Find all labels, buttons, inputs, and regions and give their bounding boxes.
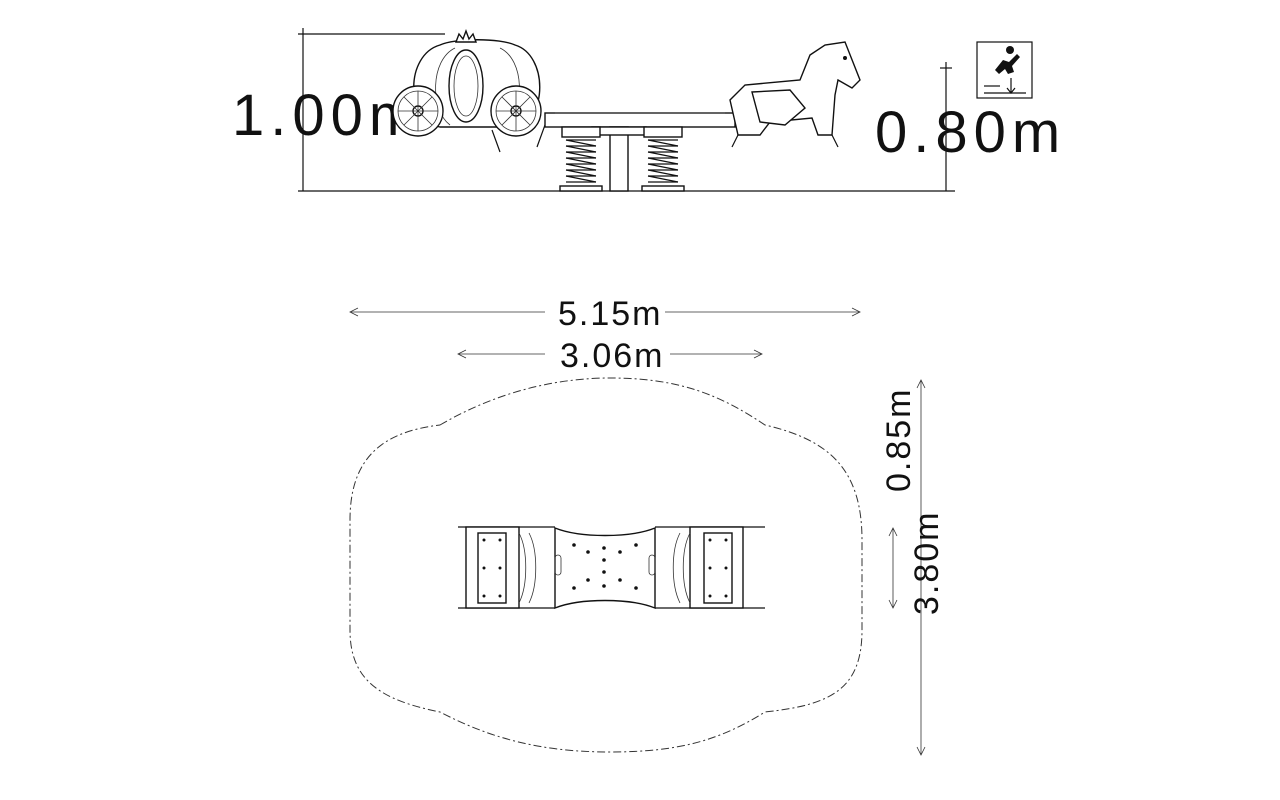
fall-height-pictogram-icon [976, 41, 1033, 99]
seesaw-beam [544, 112, 736, 192]
carriage-seat [392, 29, 546, 153]
plan-left-seat [458, 526, 555, 609]
fall-height-label: 0.80m [875, 100, 1066, 165]
plan-center-board [554, 526, 656, 610]
safety-zone-outline [349, 377, 863, 753]
carriage-left-wheel [392, 85, 444, 137]
equipment-length-label: 3.06m [560, 337, 665, 375]
left-spring [559, 126, 603, 192]
side-elevation: 1.00m 0.80m [232, 28, 1066, 192]
side-clearance-label: 0.85m [880, 388, 918, 493]
right-spring [641, 126, 685, 192]
plan-right-seat [655, 526, 765, 609]
carriage-right-wheel [490, 85, 542, 137]
plan-view: 5.15m 3.06m 0.85m 3.80m [349, 295, 946, 756]
center-board-holes [554, 543, 656, 590]
safety-length-label: 5.15m [558, 295, 663, 333]
total-height-label: 1.00m [232, 83, 423, 148]
horse-seat [729, 41, 861, 148]
equipment-top-view [458, 526, 765, 610]
safety-width-label: 3.80m [908, 511, 946, 616]
